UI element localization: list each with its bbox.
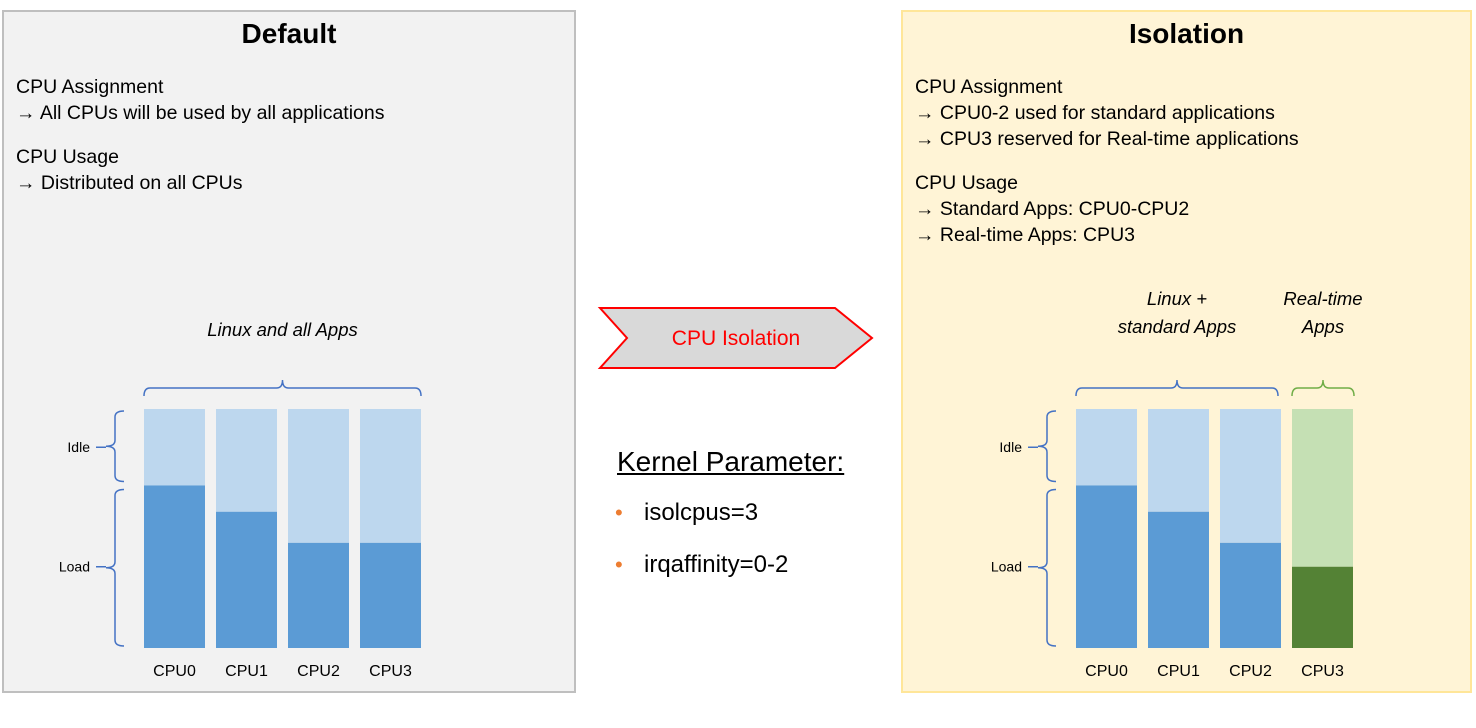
isolation-assignment: CPU Assignment → CPU0-2 used for standar… bbox=[915, 74, 1299, 152]
default-title: Default bbox=[241, 18, 337, 49]
bar-idle-segment bbox=[216, 409, 277, 512]
idle-label: Idle bbox=[999, 439, 1022, 455]
cpu-isolation-arrow-shape bbox=[597, 307, 874, 369]
isolation-usage-line: → Real-time Apps: CPU3 bbox=[915, 224, 1135, 246]
group-label: Real-time bbox=[1283, 288, 1362, 309]
isolation-usage-line: → Standard Apps: CPU0-CPU2 bbox=[915, 198, 1190, 220]
bar-idle-segment bbox=[360, 409, 421, 543]
bar-load-segment bbox=[1292, 566, 1353, 648]
group-brace bbox=[143, 379, 422, 397]
isolation-assignment-label: CPU Assignment bbox=[915, 76, 1063, 98]
idle-label: Idle bbox=[67, 439, 90, 455]
group-label: Linux and all Apps bbox=[207, 319, 358, 340]
bar-idle-segment bbox=[1292, 409, 1353, 567]
default-info: CPU Assignment → All CPUs will be used b… bbox=[16, 74, 385, 214]
isolation-usage-label: CPU Usage bbox=[915, 172, 1018, 194]
load-brace bbox=[105, 488, 125, 647]
isolation-title: Isolation bbox=[1128, 18, 1245, 49]
isolation-panel: Isolation CPU Assignment → CPU0-2 used f… bbox=[901, 10, 1472, 693]
cpu-isolation-label: CPU Isolation bbox=[672, 327, 800, 350]
cpu-isolation-arrow: CPU Isolation bbox=[597, 307, 874, 369]
kernel-parameter-list: • isolcpus=3 • irqaffinity=0-2 bbox=[615, 495, 788, 599]
bar-load-segment bbox=[1220, 542, 1281, 648]
default-assignment-line: → All CPUs will be used by all applicati… bbox=[16, 102, 385, 124]
group-brace bbox=[1075, 379, 1279, 397]
isolation-info: CPU Assignment → CPU0-2 used for standar… bbox=[915, 74, 1299, 266]
default-usage-line: → Distributed on all CPUs bbox=[16, 172, 243, 194]
bar-load-segment bbox=[1148, 511, 1209, 648]
cpu-tick-label: CPU0 bbox=[1085, 663, 1128, 680]
kernel-param-text: irqaffinity=0-2 bbox=[644, 551, 789, 578]
load-label: Load bbox=[59, 559, 90, 575]
bar-load-segment bbox=[288, 542, 349, 648]
bar-load-segment bbox=[1076, 485, 1137, 648]
cpu-tick-label: CPU1 bbox=[225, 663, 268, 680]
bullet-icon: • bbox=[615, 552, 623, 577]
cpu-tick-label: CPU3 bbox=[369, 663, 412, 680]
cpu-tick-label: CPU0 bbox=[153, 663, 196, 680]
bar-idle-segment bbox=[144, 409, 205, 486]
kernel-parameter-title: Kernel Parameter: bbox=[617, 446, 845, 477]
group-brace bbox=[1291, 379, 1355, 397]
bar-idle-segment bbox=[1076, 409, 1137, 486]
bar-idle-segment bbox=[1148, 409, 1209, 512]
bar-load-segment bbox=[144, 485, 205, 648]
isolation-assignment-line: → CPU0-2 used for standard applications bbox=[915, 102, 1275, 124]
bar-load-segment bbox=[360, 542, 421, 648]
default-assignment-label: CPU Assignment bbox=[16, 76, 164, 98]
cpu-tick-label: CPU1 bbox=[1157, 663, 1200, 680]
load-brace bbox=[1037, 488, 1057, 647]
cpu-tick-label: CPU2 bbox=[1229, 663, 1272, 680]
isolation-assignment-line: → CPU3 reserved for Real-time applicatio… bbox=[915, 128, 1299, 150]
isolation-usage: CPU Usage → Standard Apps: CPU0-CPU2 → R… bbox=[915, 170, 1299, 248]
cpu-tick-label: CPU3 bbox=[1301, 663, 1344, 680]
kernel-param-text: isolcpus=3 bbox=[644, 499, 759, 526]
idle-brace bbox=[105, 410, 125, 483]
cpu-tick-label: CPU2 bbox=[297, 663, 340, 680]
idle-brace bbox=[1037, 410, 1057, 483]
default-usage-label: CPU Usage bbox=[16, 146, 119, 168]
bar-load-segment bbox=[216, 511, 277, 648]
kernel-param-item: • isolcpus=3 bbox=[615, 495, 788, 547]
kernel-param-item: • irqaffinity=0-2 bbox=[615, 547, 788, 599]
group-label: Apps bbox=[1301, 316, 1344, 337]
load-label: Load bbox=[991, 559, 1022, 575]
default-assignment: CPU Assignment → All CPUs will be used b… bbox=[16, 74, 385, 126]
bar-idle-segment bbox=[1220, 409, 1281, 543]
group-label: standard Apps bbox=[1118, 316, 1237, 337]
bar-idle-segment bbox=[288, 409, 349, 543]
group-label: Linux + bbox=[1147, 288, 1207, 309]
default-usage: CPU Usage → Distributed on all CPUs bbox=[16, 144, 385, 196]
bullet-icon: • bbox=[615, 500, 623, 525]
